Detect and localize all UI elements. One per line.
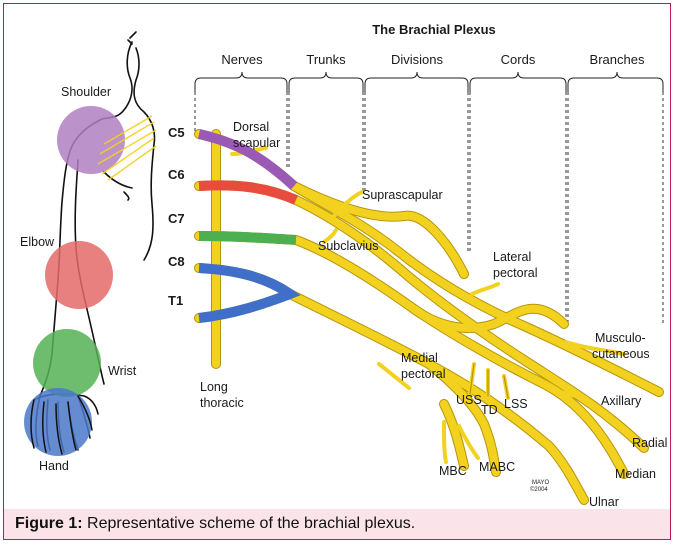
- label-dorsal-scapular-1: Dorsal: [233, 120, 269, 134]
- label-musculocutaneous-2: cutaneous: [592, 347, 650, 361]
- column-header-divisions: Divisions: [391, 52, 444, 67]
- label-medial-pectoral-2: pectoral: [401, 367, 445, 381]
- label-subclavius: Subclavius: [318, 239, 378, 253]
- label-lateral-pectoral-2: pectoral: [493, 266, 537, 280]
- label-td: TD: [481, 403, 498, 417]
- label-mabc: MABC: [479, 460, 515, 474]
- label-medial-pectoral-1: Medial: [401, 351, 438, 365]
- column-header-trunks: Trunks: [306, 52, 346, 67]
- wrist-label: Wrist: [108, 364, 137, 378]
- column-header-cords: Cords: [501, 52, 536, 67]
- root-label-c5: C5: [168, 125, 185, 140]
- shoulder-label: Shoulder: [61, 85, 111, 99]
- caption-text: Representative scheme of the brachial pl…: [83, 515, 416, 532]
- diagram-title: The Brachial Plexus: [372, 22, 496, 37]
- mayo-watermark-2: ©2004: [530, 486, 548, 493]
- label-long-thoracic-2: thoracic: [200, 396, 244, 410]
- caption-label: Figure 1:: [15, 515, 83, 532]
- root-label-c6: C6: [168, 167, 185, 182]
- hand-region: [24, 388, 92, 456]
- shoulder-region: [57, 106, 125, 174]
- label-mbc: MBC: [439, 464, 467, 478]
- hand-label: Hand: [39, 459, 69, 473]
- root-label-c8: C8: [168, 254, 185, 269]
- label-suprascapular: Suprascapular: [362, 188, 443, 202]
- wrist-region: [33, 329, 101, 397]
- column-header-nerves: Nerves: [221, 52, 263, 67]
- figure-caption: Figure 1: Representative scheme of the b…: [4, 509, 670, 539]
- root-label-t1: T1: [168, 293, 183, 308]
- elbow-label: Elbow: [20, 235, 55, 249]
- label-lss: LSS: [504, 397, 528, 411]
- mayo-watermark-1: MAYO: [532, 480, 550, 486]
- elbow-region: [45, 241, 113, 309]
- label-uss: USS: [456, 393, 482, 407]
- label-median: Median: [615, 467, 656, 481]
- figure-frame: The Brachial Plexus Nerves Trunks Divisi…: [3, 3, 671, 540]
- label-radial: Radial: [632, 436, 667, 450]
- label-ulnar: Ulnar: [589, 495, 619, 509]
- label-long-thoracic-1: Long: [200, 380, 228, 394]
- label-dorsal-scapular-2: scapular: [233, 136, 280, 150]
- label-musculocutaneous-1: Musculo-: [595, 331, 646, 345]
- label-axillary: Axillary: [601, 394, 642, 408]
- column-header-branches: Branches: [590, 52, 645, 67]
- root-label-c7: C7: [168, 211, 185, 226]
- brachial-plexus-diagram: The Brachial Plexus Nerves Trunks Divisi…: [4, 4, 671, 514]
- label-lateral-pectoral-1: Lateral: [493, 250, 531, 264]
